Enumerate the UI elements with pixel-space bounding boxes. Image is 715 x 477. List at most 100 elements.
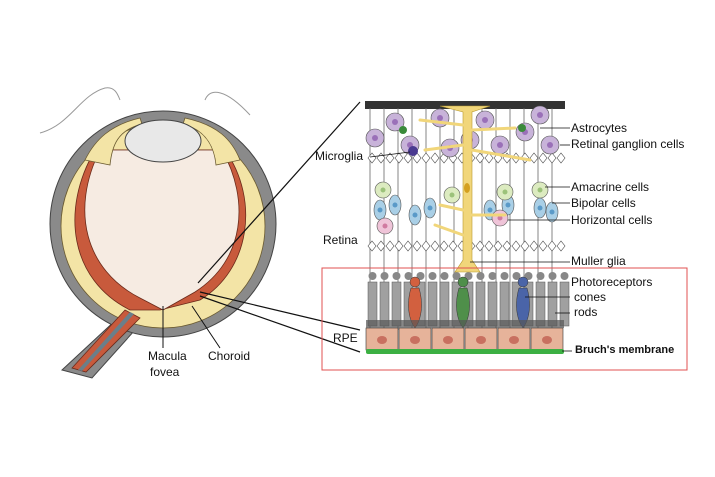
microglia-label: Microglia bbox=[315, 149, 364, 163]
vitreous bbox=[84, 149, 240, 311]
rod-cell bbox=[535, 281, 546, 327]
amacrine-nucleus bbox=[380, 187, 386, 193]
retina-label: Retina bbox=[323, 233, 358, 247]
rod-nucleus bbox=[404, 272, 413, 280]
synaptic-layer bbox=[475, 152, 485, 164]
rod-cell bbox=[439, 281, 450, 327]
synaptic-layer bbox=[367, 240, 377, 252]
zoom-line-bottom bbox=[199, 295, 361, 353]
rod-cell bbox=[367, 281, 378, 327]
synaptic-layer bbox=[403, 152, 413, 164]
rod-nucleus bbox=[464, 272, 473, 280]
bruch-membrane bbox=[366, 349, 564, 354]
bipolar-nucleus bbox=[412, 212, 418, 218]
astrocyte bbox=[399, 126, 407, 134]
rod-nucleus bbox=[536, 272, 545, 280]
ganglion-nucleus bbox=[497, 142, 503, 148]
eyelid-right bbox=[204, 91, 251, 116]
ganglion-nucleus bbox=[372, 135, 378, 141]
amacrine-label: Amacrine cells bbox=[571, 180, 650, 194]
rod-cell bbox=[559, 281, 570, 327]
synaptic-layer bbox=[412, 240, 422, 252]
zoom-line-top bbox=[197, 101, 361, 284]
choroid-label: Choroid bbox=[208, 349, 251, 363]
eyelid-left bbox=[39, 87, 121, 134]
rod-nucleus bbox=[560, 272, 569, 280]
retina-layers bbox=[365, 101, 570, 354]
bipolar-nucleus bbox=[537, 205, 543, 211]
rod-nucleus bbox=[524, 272, 533, 280]
rpe-label: RPE bbox=[333, 331, 358, 345]
synaptic-layer bbox=[376, 240, 386, 252]
rod-nucleus bbox=[392, 272, 401, 280]
synaptic-layer bbox=[556, 152, 566, 164]
rod-nucleus bbox=[512, 272, 521, 280]
rod-cell bbox=[427, 281, 438, 327]
synaptic-layer bbox=[502, 240, 512, 252]
bipolar-nucleus bbox=[549, 209, 555, 215]
rod-cell bbox=[499, 281, 510, 327]
ganglion-nucleus bbox=[482, 117, 488, 123]
muller-nucleus bbox=[464, 183, 470, 193]
rods-label: rods bbox=[574, 305, 598, 319]
astrocytes-label: Astrocytes bbox=[571, 121, 628, 135]
synaptic-layer bbox=[538, 240, 548, 252]
muller-label: Muller glia bbox=[571, 254, 626, 268]
muller-glia-process bbox=[470, 126, 517, 132]
rod-cell bbox=[487, 281, 498, 327]
synaptic-layer bbox=[493, 240, 503, 252]
astrocyte bbox=[518, 124, 526, 132]
synaptic-layer bbox=[529, 240, 539, 252]
eye-cross-section bbox=[39, 87, 361, 379]
synaptic-layer bbox=[385, 240, 395, 252]
muller-glia-process bbox=[418, 118, 465, 127]
rod-cell bbox=[547, 281, 558, 327]
lens bbox=[124, 119, 202, 163]
rpe-microvilli bbox=[366, 320, 564, 328]
macula-label: Macula bbox=[148, 349, 187, 363]
rod-nucleus bbox=[488, 272, 497, 280]
bipolar-nucleus bbox=[487, 207, 493, 213]
rod-cell bbox=[475, 281, 486, 327]
cone-nucleus bbox=[517, 276, 529, 288]
synaptic-layer bbox=[547, 152, 557, 164]
muller-glia-process bbox=[470, 148, 532, 162]
muller-glia-process bbox=[438, 203, 465, 212]
rod-nucleus bbox=[428, 272, 437, 280]
fovea-label: fovea bbox=[150, 365, 180, 379]
rod-nucleus bbox=[476, 272, 485, 280]
bipolar-nucleus bbox=[505, 202, 511, 208]
amacrine-nucleus bbox=[449, 192, 455, 198]
synaptic-layer bbox=[421, 240, 431, 252]
synaptic-layer bbox=[430, 240, 440, 252]
ganglion-label: Retinal ganglion cells bbox=[571, 137, 685, 151]
ciliary-body-right bbox=[182, 117, 241, 166]
label-pointer-line bbox=[369, 151, 411, 158]
synaptic-layer bbox=[430, 152, 440, 164]
label-pointers bbox=[369, 127, 572, 352]
rod-nucleus bbox=[380, 272, 389, 280]
synaptic-layer bbox=[520, 240, 530, 252]
rpe-nucleus bbox=[443, 336, 453, 344]
cone-nucleus bbox=[457, 276, 469, 288]
nerve-fiber-layer bbox=[365, 101, 565, 109]
rpe-nucleus bbox=[377, 336, 387, 344]
cone-nucleus bbox=[409, 276, 421, 288]
rod-nucleus bbox=[368, 272, 377, 280]
ganglion-nucleus bbox=[547, 142, 553, 148]
ganglion-nucleus bbox=[537, 112, 543, 118]
rod-nucleus bbox=[440, 272, 449, 280]
synaptic-layer bbox=[403, 240, 413, 252]
muller-glia-process bbox=[423, 143, 465, 152]
photoreceptor-highlight-box bbox=[321, 267, 688, 371]
synaptic-layer bbox=[448, 240, 458, 252]
choroid-pointer bbox=[191, 305, 221, 349]
microglia-cell bbox=[408, 146, 418, 156]
rpe-nucleus bbox=[509, 336, 519, 344]
synaptic-layer bbox=[421, 152, 431, 164]
rod-nucleus bbox=[500, 272, 509, 280]
rod-cell bbox=[391, 281, 402, 327]
synaptic-layer bbox=[511, 240, 521, 252]
rod-nucleus bbox=[452, 272, 461, 280]
